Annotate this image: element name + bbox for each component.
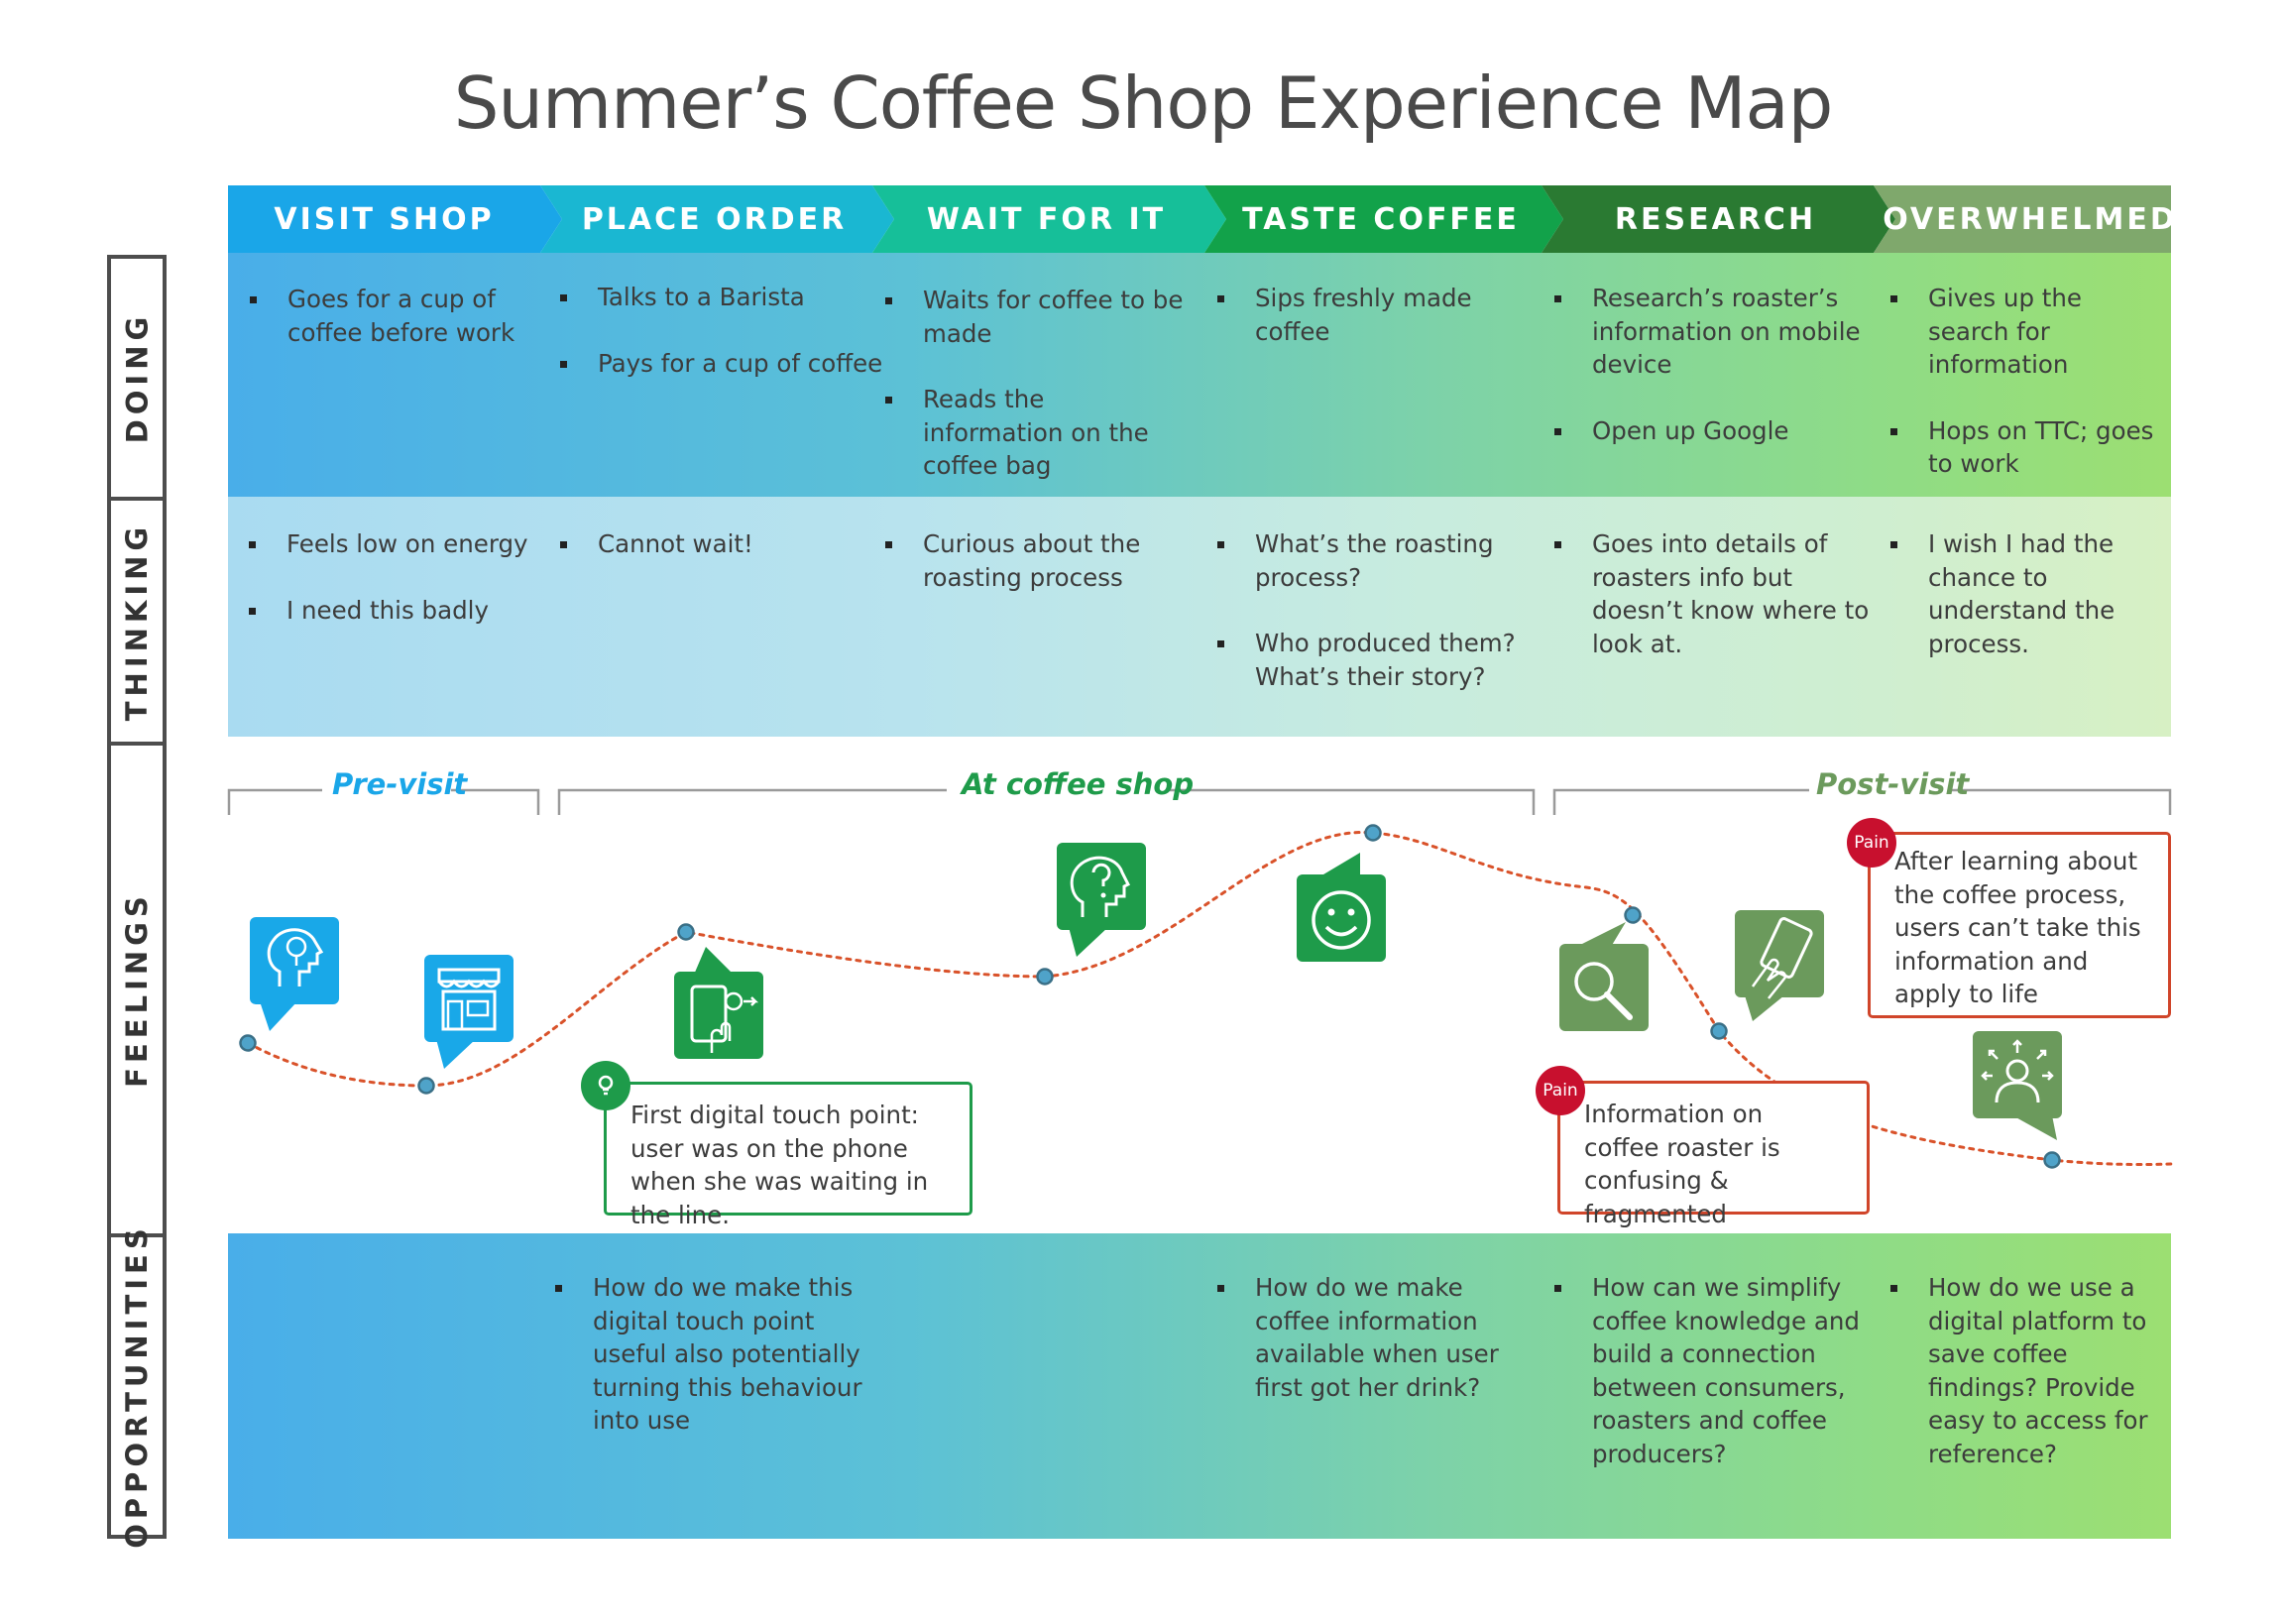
phase-label-pre-visit: Pre-visit bbox=[332, 767, 468, 801]
lightbulb-head-icon bbox=[250, 917, 339, 1031]
thinking-cell-place-order: Cannot wait! bbox=[560, 527, 865, 594]
list-item: How can we simplify coffee knowledge and… bbox=[1554, 1271, 1860, 1470]
thinking-band bbox=[228, 497, 2171, 737]
stage-label: OVERWHELMED bbox=[1883, 202, 2171, 237]
stage-chevron bbox=[872, 185, 1226, 253]
pain-callout-research: Information on coffee roaster is confusi… bbox=[1557, 1081, 1870, 1228]
list-item: Gives up the search for information bbox=[1890, 282, 2156, 382]
doing-cell-research: Research’s roaster’s information on mobi… bbox=[1554, 282, 1889, 480]
pain-callout-overwhelmed: After learning about the coffee process,… bbox=[1868, 832, 2171, 1018]
question-head-icon bbox=[1057, 843, 1146, 957]
list-item: Hops on TTC; goes to work bbox=[1890, 414, 2156, 481]
list-item: Talks to a Barista bbox=[560, 281, 885, 314]
list-item: How do we make coffee information availa… bbox=[1217, 1271, 1543, 1404]
opportunity-cell-place-order: How do we make this digital touch point … bbox=[555, 1271, 890, 1470]
thinking-cell-wait-for-it: Curious about the roasting process bbox=[885, 527, 1171, 627]
stage-label: PLACE ORDER bbox=[582, 202, 847, 237]
emotion-node bbox=[417, 1077, 435, 1095]
row-label-opportunities: OPPORTUNITIES bbox=[107, 1223, 167, 1549]
list-item: How do we use a digital platform to save… bbox=[1890, 1271, 2156, 1470]
emotion-node bbox=[677, 923, 695, 941]
stage-chevron bbox=[228, 185, 562, 253]
doing-cell-wait-for-it: Waits for coffee to be made Reads the in… bbox=[885, 284, 1191, 516]
tablet-touch-icon bbox=[1735, 910, 1824, 1021]
list-item: Goes into details of roasters info but d… bbox=[1554, 527, 1889, 660]
doing-cell-visit-shop: Goes for a cup of coffee before work bbox=[250, 283, 535, 382]
touchpoint-callout: First digital touch point: user was on t… bbox=[604, 1082, 972, 1229]
list-item: Feels low on energy bbox=[249, 527, 554, 561]
list-item: Research’s roaster’s information on mobi… bbox=[1554, 282, 1889, 382]
list-item: Who produced them? What’s their story? bbox=[1217, 627, 1523, 693]
stage-chevron bbox=[540, 185, 894, 253]
magnifier-icon bbox=[1559, 922, 1649, 1031]
coffee-shop-icon bbox=[424, 955, 514, 1069]
opportunity-cell-overwhelmed: How do we use a digital platform to save… bbox=[1890, 1271, 2156, 1503]
list-item: How do we make this digital touch point … bbox=[555, 1271, 890, 1438]
list-item: Open up Google bbox=[1554, 414, 1889, 448]
list-item: Sips freshly made coffee bbox=[1217, 282, 1552, 348]
page-title: Summer’s Coffee Shop Experience Map bbox=[453, 61, 1834, 145]
overwhelmed-person-icon bbox=[1973, 1031, 2062, 1140]
smiley-icon bbox=[1297, 853, 1386, 962]
thinking-cell-overwhelmed: I wish I had the chance to understand th… bbox=[1890, 527, 2181, 693]
thinking-cell-visit-shop: Feels low on energy I need this badly bbox=[249, 527, 554, 659]
stage-chevron bbox=[1204, 185, 1563, 253]
emotion-node bbox=[1036, 968, 1054, 986]
opportunity-cell-research: How can we simplify coffee knowledge and… bbox=[1554, 1271, 1860, 1503]
emotion-node bbox=[1364, 824, 1382, 842]
stage-header: VISIT SHOP PLACE ORDER WAIT FOR IT TASTE CO… bbox=[228, 185, 2171, 253]
phase-label-at-coffee-shop: At coffee shop bbox=[962, 767, 1195, 801]
row-label-doing: DOING bbox=[107, 255, 167, 497]
stage-label: VISIT SHOP bbox=[274, 202, 494, 237]
doing-band bbox=[228, 253, 2171, 497]
row-label-thinking: THINKING bbox=[107, 497, 167, 742]
emotion-node bbox=[1710, 1022, 1728, 1040]
stage-label: RESEARCH bbox=[1615, 202, 1816, 237]
doing-cell-taste-coffee: Sips freshly made coffee bbox=[1217, 282, 1552, 381]
stage-chevron bbox=[1874, 185, 2171, 253]
emotion-node bbox=[1624, 906, 1642, 924]
stage-chevron bbox=[1542, 185, 1895, 253]
list-item: I wish I had the chance to understand th… bbox=[1890, 527, 2181, 660]
opportunities-band bbox=[228, 1233, 2171, 1539]
stage-label: WAIT FOR IT bbox=[927, 202, 1166, 237]
idea-badge-icon bbox=[581, 1061, 630, 1110]
row-label-feelings: FEELINGS bbox=[107, 742, 167, 1233]
list-item: Waits for coffee to be made bbox=[885, 284, 1191, 350]
list-item: Goes for a cup of coffee before work bbox=[250, 283, 535, 349]
list-item: Pays for a cup of coffee bbox=[560, 347, 885, 381]
doing-cell-overwhelmed: Gives up the search for information Hops… bbox=[1890, 282, 2156, 514]
list-item: I need this badly bbox=[249, 594, 554, 628]
emotion-node bbox=[239, 1034, 257, 1052]
opportunity-cell-taste-coffee: How do we make coffee information availa… bbox=[1217, 1271, 1543, 1437]
list-item: What’s the roasting process? bbox=[1217, 527, 1523, 594]
stage-label: TASTE COFFEE bbox=[1242, 202, 1520, 237]
pain-badge: Pain bbox=[1536, 1066, 1585, 1115]
phase-label-post-visit: Post-visit bbox=[1816, 767, 1970, 801]
doing-cell-place-order: Talks to a Barista Pays for a cup of cof… bbox=[560, 281, 885, 412]
list-item: Curious about the roasting process bbox=[885, 527, 1171, 594]
pain-badge: Pain bbox=[1847, 818, 1896, 868]
thinking-cell-taste-coffee: What’s the roasting process? Who produce… bbox=[1217, 527, 1523, 726]
list-item: Cannot wait! bbox=[560, 527, 865, 561]
mobile-payment-icon bbox=[674, 947, 763, 1059]
list-item: Reads the information on the coffee bag bbox=[885, 383, 1191, 483]
emotion-node bbox=[2043, 1151, 2061, 1169]
thinking-cell-research: Goes into details of roasters info but d… bbox=[1554, 527, 1889, 693]
